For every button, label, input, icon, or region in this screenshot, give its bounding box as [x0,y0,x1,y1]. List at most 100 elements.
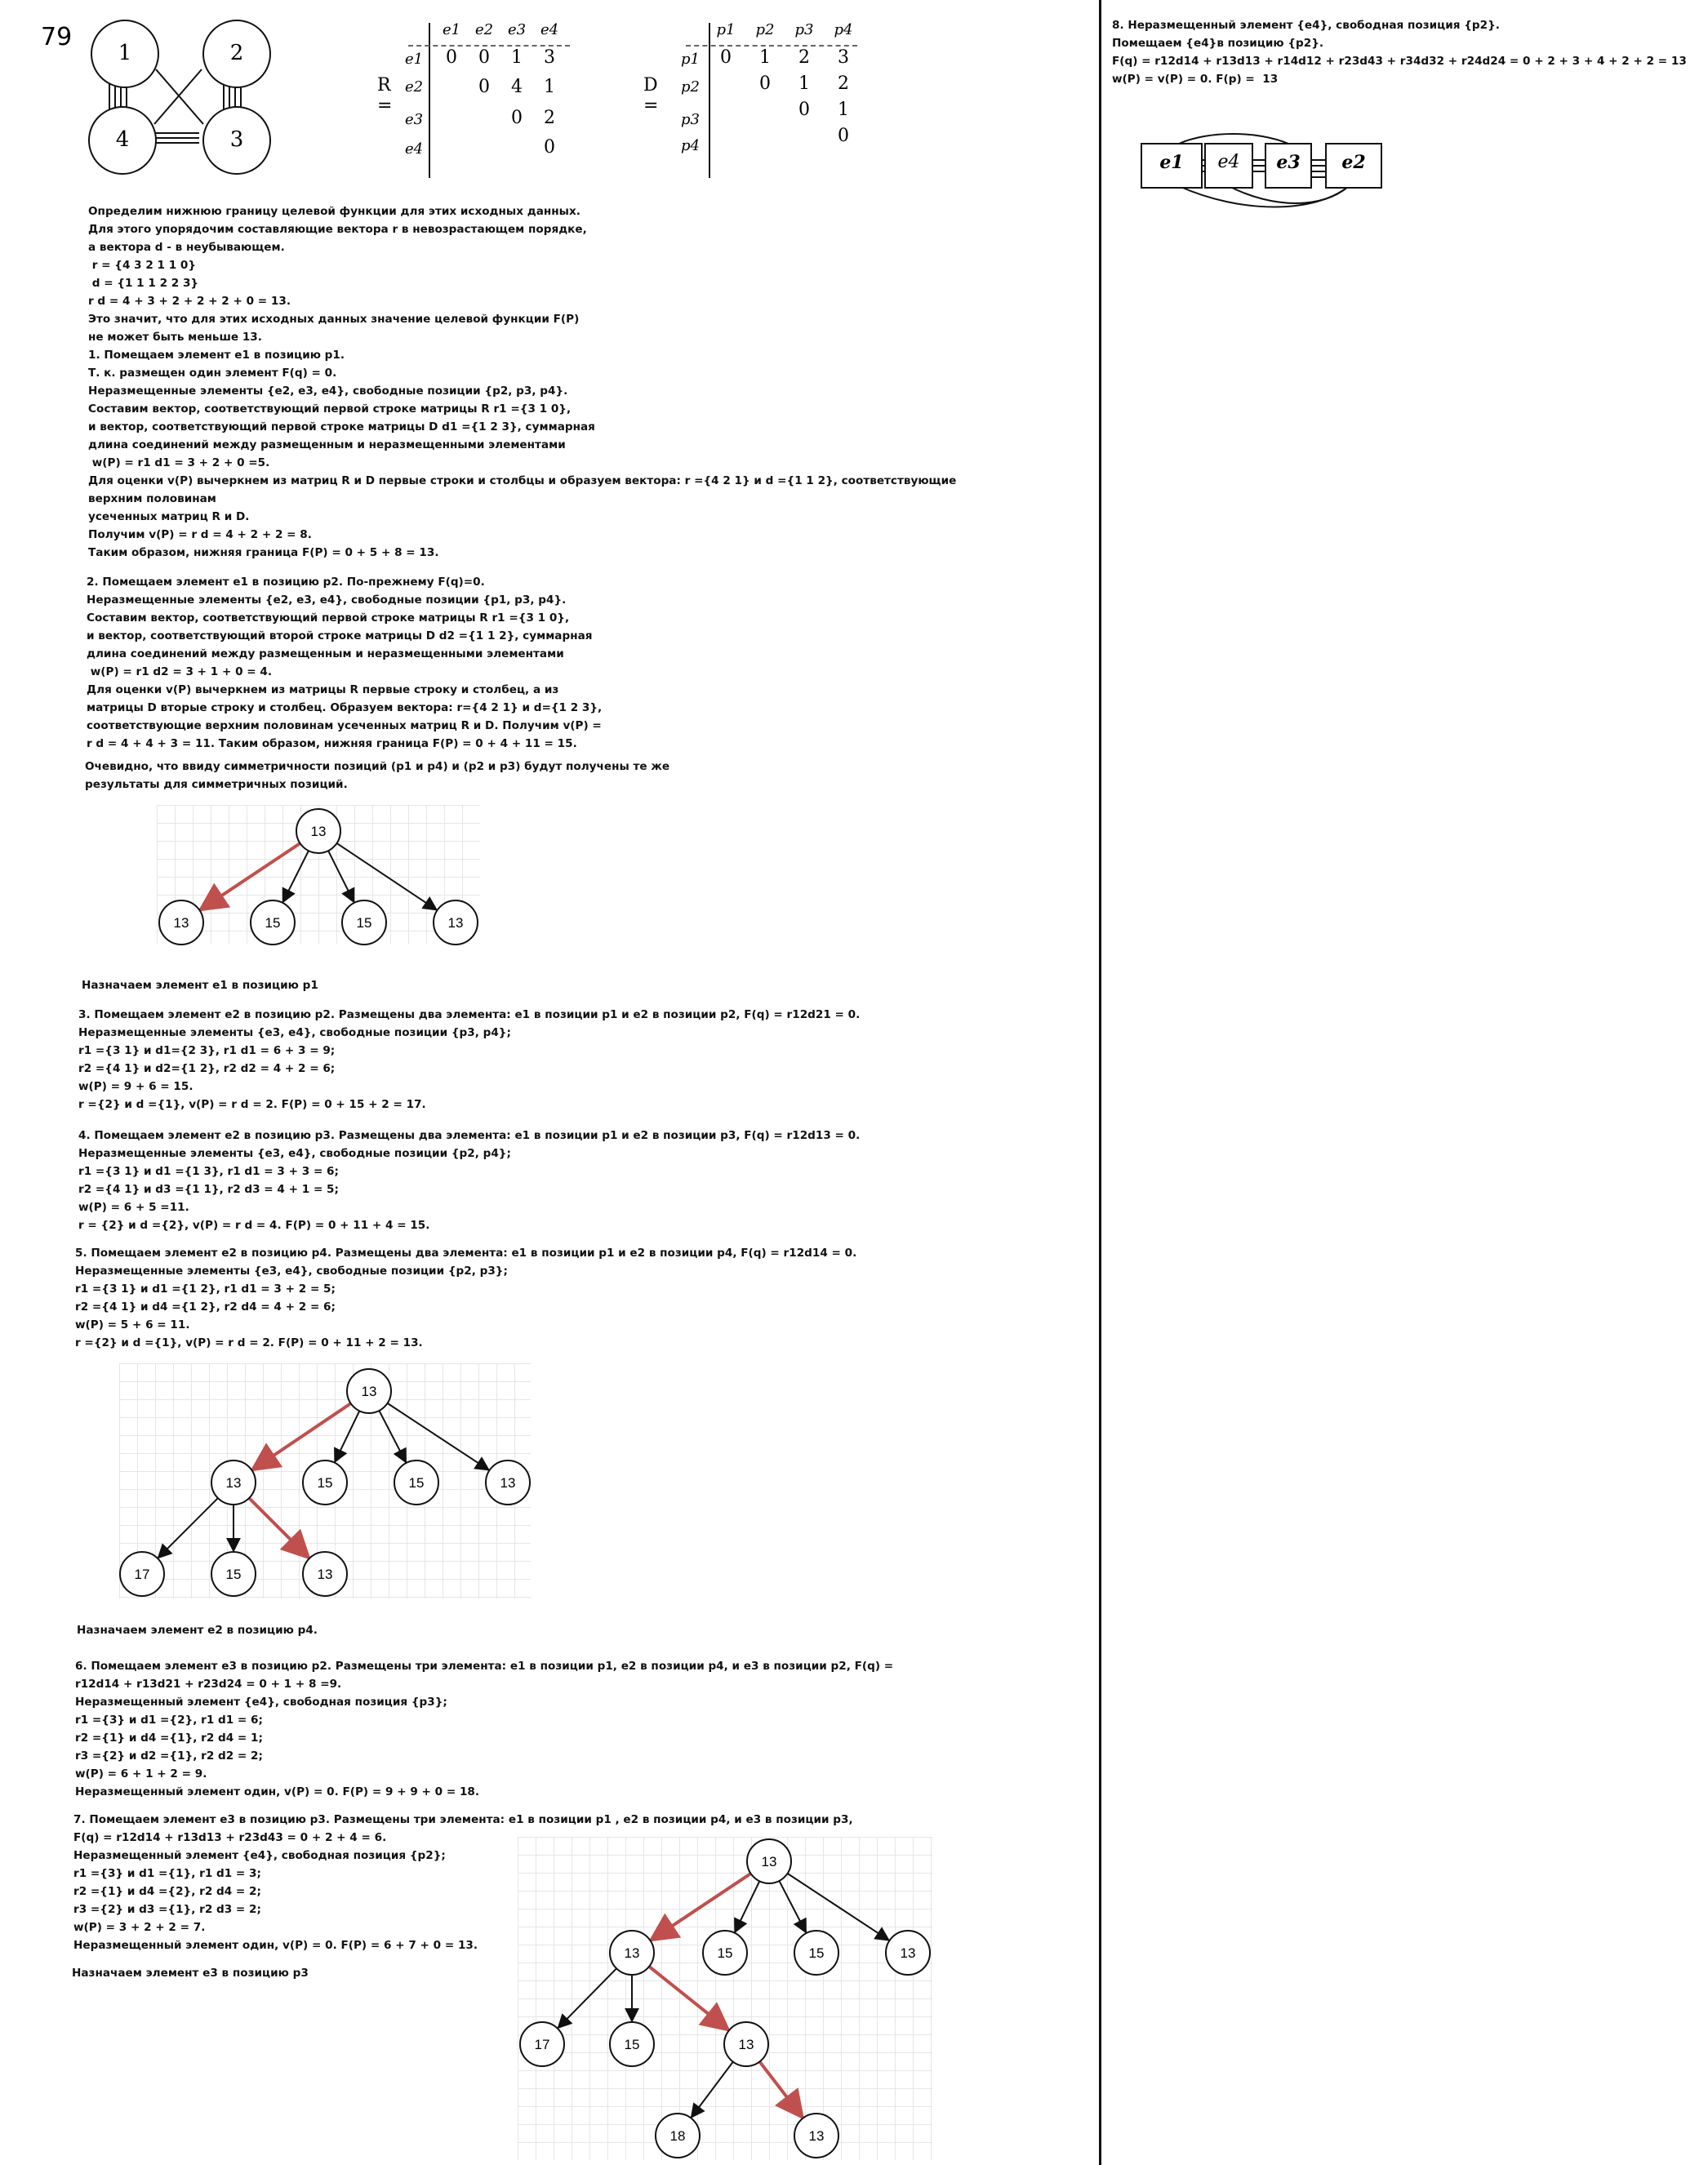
text-line: Получим v(P) = r d = 4 + 2 + 2 = 8. [88,528,312,541]
tree-node-label: 15 [625,2037,640,2052]
text-line: Для оценки v(P) вычеркнем из матрицы R п… [87,683,559,696]
matrix-d-cell: 1 [759,47,771,68]
text-line: и вектор, соответствующий первой строке … [88,420,595,433]
text-block-step6: 6. Помещаем элемент e3 в позицию p2. Раз… [75,1657,893,1801]
tree-node [885,1930,931,1976]
tree-edge [557,1967,617,2029]
matrix-r-cell: 1 [511,47,523,68]
graph-node-1 [91,20,159,88]
tree-node-label: 13 [901,1945,916,1961]
matrix-d-label: D = [643,75,659,116]
text-line: w(P) = 9 + 6 = 15. [78,1080,193,1093]
tree-node [158,900,204,945]
text-line: Неразмещенные элементы {e3, e4}, свободн… [75,1265,508,1278]
matrix-d-row-header: p1 [681,51,700,68]
graph-node-2 [202,20,271,88]
text-line: w(P) = 3 + 2 + 2 = 7. [73,1921,206,1934]
tree-node-label: 15 [718,1945,733,1961]
placement-label: e4 [1217,152,1240,172]
tree-node-label: 17 [135,1567,150,1582]
matrix-d-row-header: p3 [681,111,700,128]
graph-node-label: 4 [115,127,130,152]
tree-edge-selected [647,1965,731,2032]
text-line: d = {1 1 1 2 2 3} [88,277,199,290]
text-line: w(P) = 6 + 1 + 2 = 9. [75,1767,207,1780]
tree-node-label: 15 [318,1475,333,1491]
graph-node-label: 1 [118,41,132,65]
tree-node [794,2113,839,2158]
matrix-r-cell: 3 [544,47,555,68]
tree-node-label: 15 [226,1567,242,1582]
text-line: 8. Неразмещенный элемент {e4}, свободная… [1112,19,1500,32]
text-line: Т. к. размещен один элемент F(q) = 0. [88,367,337,380]
placement-label: e1 [1159,152,1184,173]
graph-node-3 [202,106,271,175]
text-line: Это значит, что для этих исходных данных… [88,313,580,326]
matrix-d-cell: 0 [838,126,849,146]
text-line: длина соединений между размещенным и нер… [87,647,564,660]
matrix-d-cell: 1 [798,73,810,94]
tree-node [394,1460,439,1505]
tree-edge [327,850,355,904]
text-line: r3 ={2} и d3 ={1}, r2 d3 = 2; [73,1903,261,1916]
graph-node-4 [88,106,157,175]
text-line: не может быть меньше 13. [88,331,262,344]
tree-node-label: 18 [670,2128,686,2144]
text-block-symmetry: Очевидно, что ввиду симметричности позиц… [85,758,669,794]
matrix-d-col-header: p2 [755,21,775,38]
text-line: Неразмещенный элемент один, v(P) = 0. F(… [75,1785,480,1798]
tree-node [346,1368,392,1414]
tree-node-label: 13 [226,1475,242,1491]
tree-node [519,2021,565,2067]
tree-edge-selected [648,1872,752,1942]
tree-edge [734,1880,761,1934]
tree-node [119,1551,165,1597]
tree-edge [778,1880,807,1934]
matrix-d-cell: 0 [720,47,732,68]
matrix-d-cell: 1 [838,100,849,120]
tree-node-label: 13 [739,2037,754,2052]
text-line: r1 ={3 1} и d1 ={1 2}, r1 d1 = 3 + 2 = 5… [75,1283,336,1296]
tree-edge [386,1403,491,1471]
matrix-r-row-header: e4 [405,140,424,158]
text-line: r2 ={4 1} и d3 ={1 1}, r2 d3 = 4 + 1 = 5… [78,1183,339,1196]
text-block-intro: Определим нижнюю границу целевой функции… [88,202,956,562]
matrix-r-col-header: e2 [474,21,494,38]
text-line: r1 ={3} и d1 ={1}, r1 d1 = 3; [73,1867,261,1880]
graph-node-label: 2 [229,41,244,65]
tree-node [296,808,341,854]
text-block-step7: 7. Помещаем элемент e3 в позицию p3. Раз… [73,1811,853,1954]
text-line: r1 ={3 1} и d1={2 3}, r1 d1 = 6 + 3 = 9; [78,1044,336,1057]
tree-node-label: 13 [500,1475,516,1491]
tree-node [746,1838,792,1884]
text-line: r ={2} и d ={1}, v(P) = r d = 2. F(P) = … [78,1098,426,1111]
text-line: w(P) = r1 d2 = 3 + 1 + 0 = 4. [87,665,273,678]
tree-node-label: 13 [362,1384,377,1399]
tree-node [341,900,387,945]
tree-node [655,2113,701,2158]
matrix-r-label: R = [377,75,393,116]
placement-box [1204,143,1253,189]
tree-node [433,900,478,945]
text-line: w(P) = 6 + 5 =11. [78,1201,189,1214]
text-line: r2 ={4 1} и d4 ={1 2}, r2 d4 = 4 + 2 = 6… [75,1300,336,1314]
text-line: F(q) = r12d14 + r13d13 + r14d12 + r23d43… [1112,55,1687,68]
tree-node-label: 13 [174,915,189,931]
matrix-d-col-header: p3 [794,21,814,38]
tree-node-label: 13 [311,824,327,839]
tree-edge [282,850,309,904]
matrix-r-cell: 0 [511,108,523,128]
text-line: r d = 4 + 3 + 2 + 2 + 2 + 0 = 13. [88,295,291,308]
text-line: F(q) = r12d14 + r13d13 + r23d43 = 0 + 2 … [73,1831,387,1844]
matrix-d-cell: 3 [838,47,849,68]
matrix-r-cell: 0 [478,47,490,68]
tree-node-label: 15 [357,915,372,931]
matrix-r-cell: 0 [544,137,555,158]
text-line: r d = 4 + 4 + 3 = 11. Таким образом, ниж… [87,737,577,750]
text-line: r2 ={1} и d4 ={1}, r2 d4 = 1; [75,1732,263,1745]
tree-node-label: 13 [318,1567,333,1582]
text-line: 5. Помещаем элемент e2 в позицию p4. Раз… [75,1247,857,1260]
tree-node [485,1460,531,1505]
text-block-step8: 8. Неразмещенный элемент {e4}, свободная… [1112,16,1687,88]
